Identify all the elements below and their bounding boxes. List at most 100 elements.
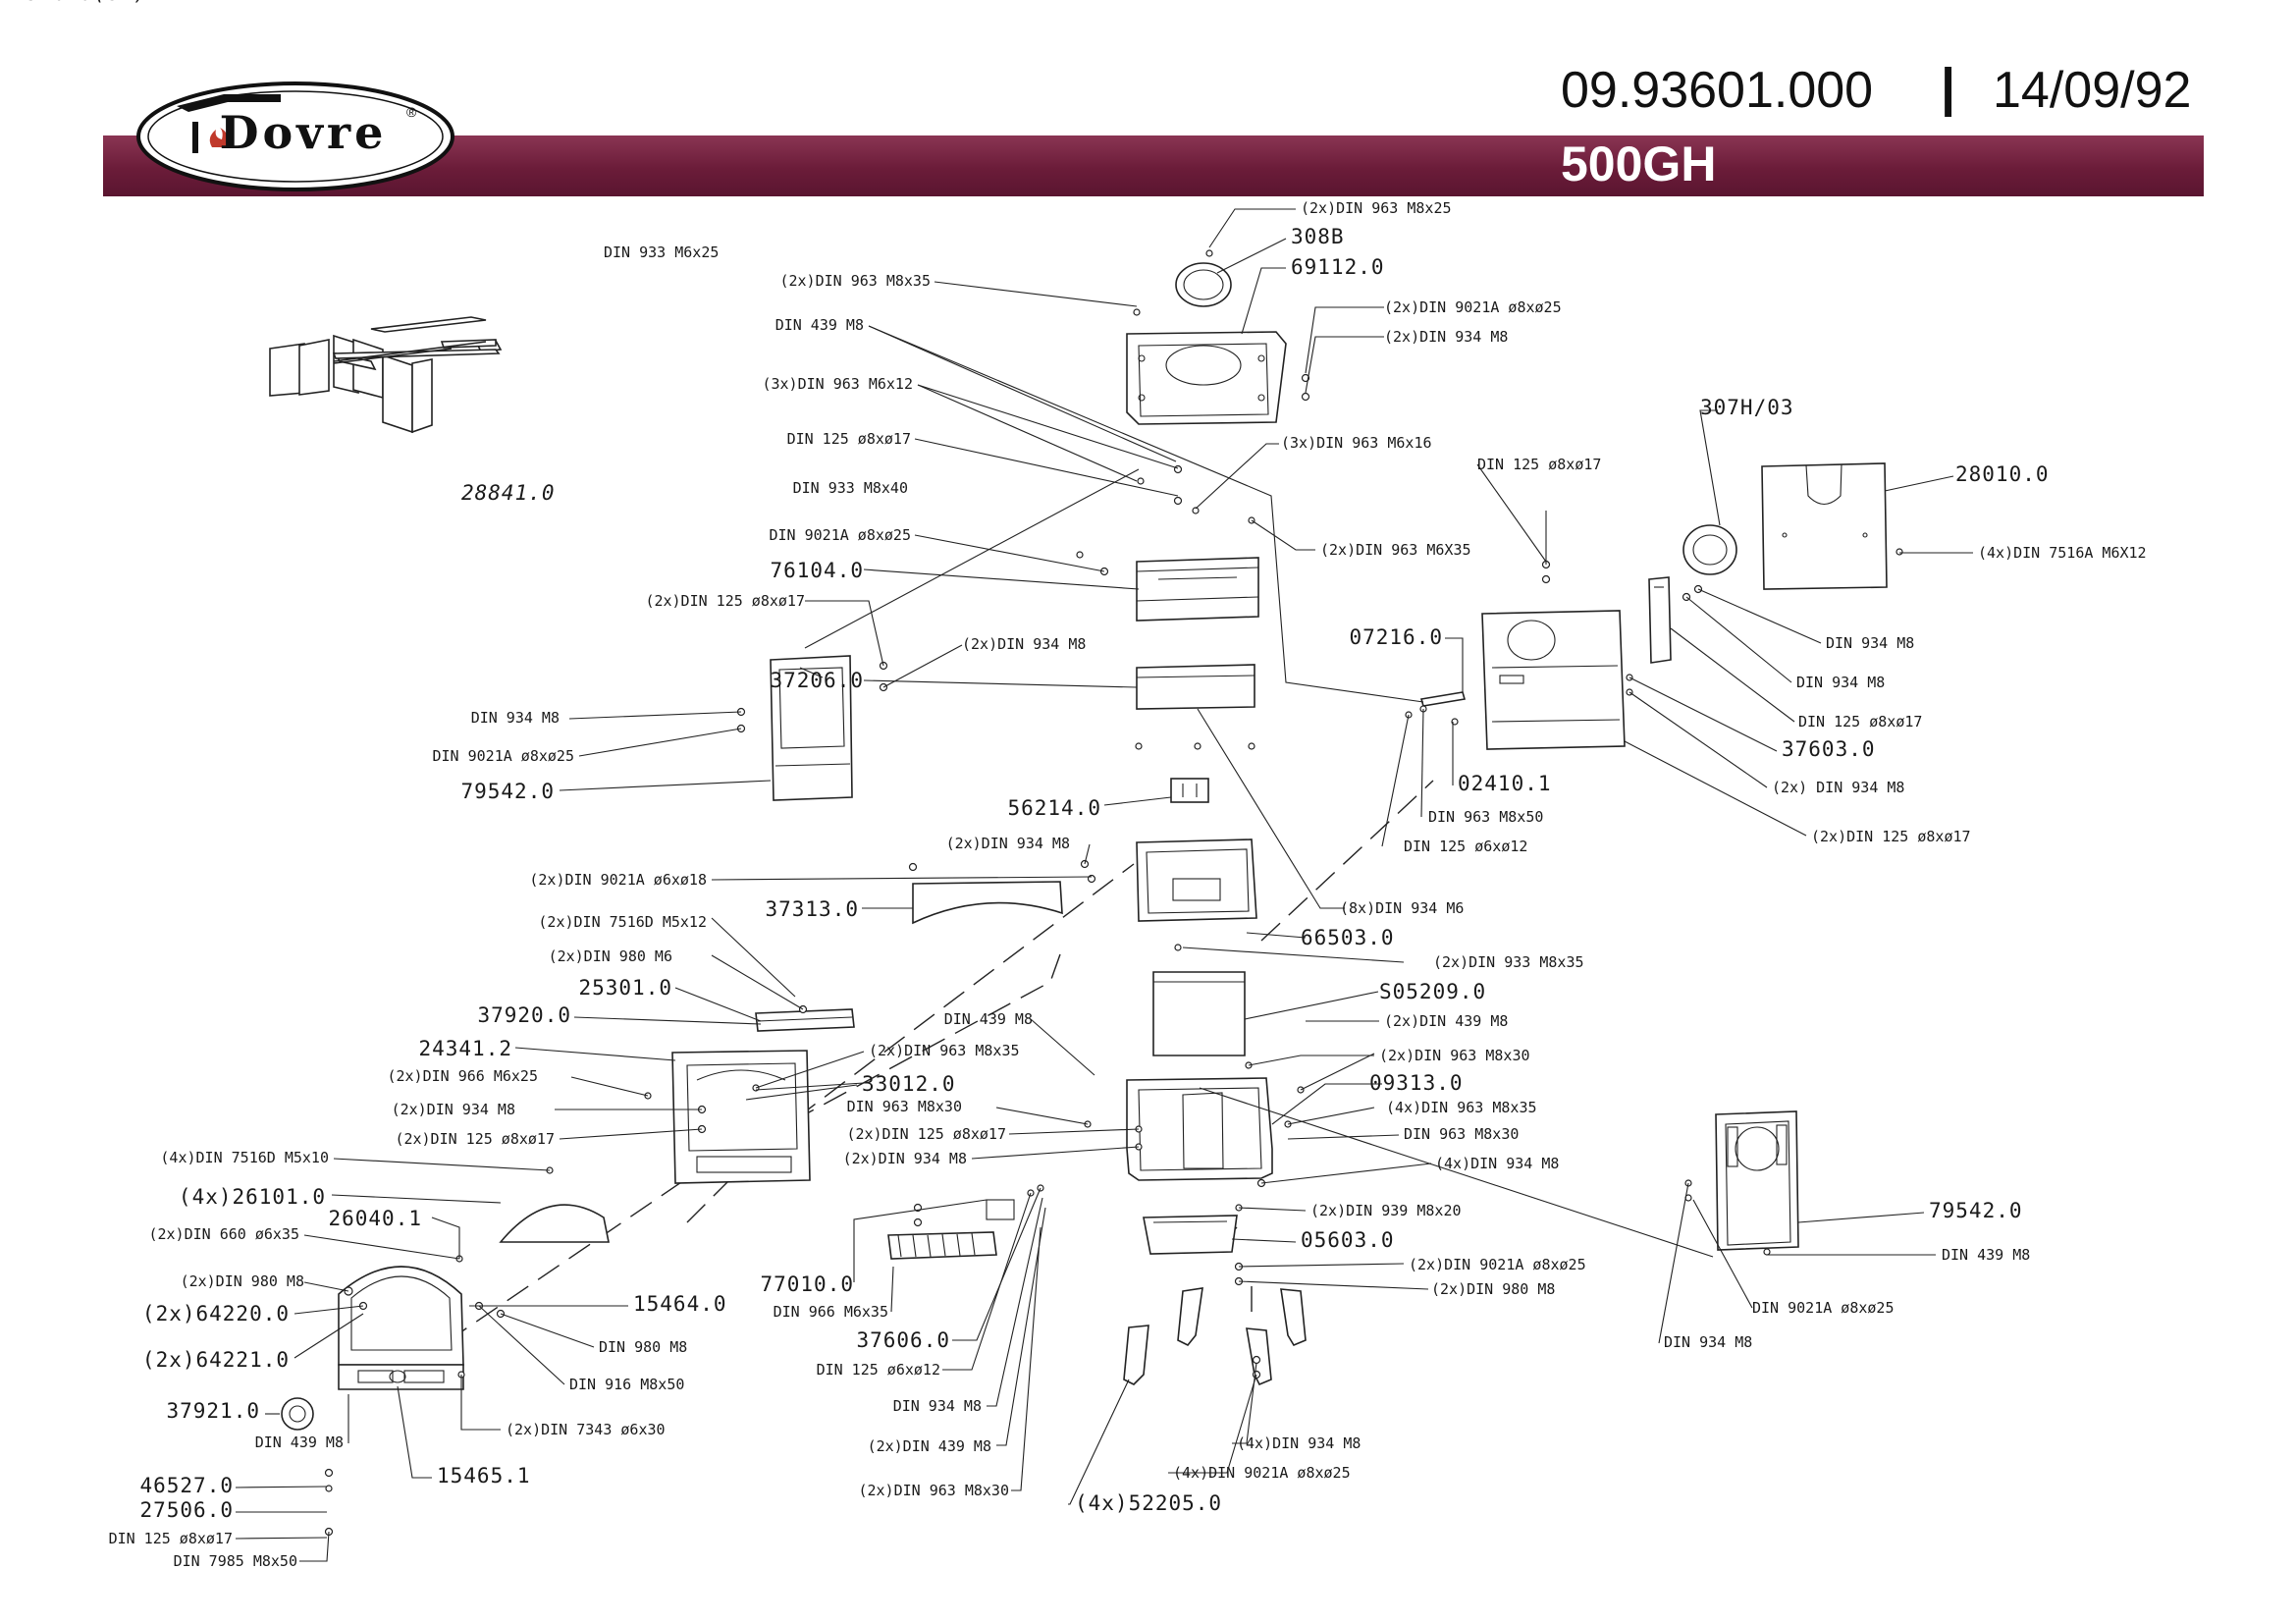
baffle-37206 — [1136, 664, 1255, 710]
callout-label: (2x)DIN 125 ø8xø17 — [645, 592, 805, 610]
callout-label: (4x)DIN 934 M8 — [1435, 1155, 1559, 1172]
top-casting-76104 — [1136, 557, 1259, 622]
logo-wordmark: Dovre — [219, 106, 388, 159]
callout-label: 27506.0 — [139, 1498, 234, 1522]
callout-label: (2x)DIN 934 M8 — [946, 835, 1070, 852]
callout-label: DIN 934 M8 — [1826, 634, 1914, 652]
callout-label: DIN 125 ø6xø12 — [817, 1361, 940, 1379]
assembly-dashed-lines — [441, 780, 1434, 1346]
callout-label: DIN 439 M8 — [944, 1010, 1033, 1028]
callout-label: (2x)DIN 966 M6x25 — [387, 1067, 538, 1085]
callout-label: DIN 933 M6x25 — [604, 243, 719, 261]
callout-label: (2x)DIN 934 M8 — [1384, 328, 1508, 346]
callout-label: (2x)DIN 9021A ø8xø25 — [1409, 1256, 1586, 1273]
callout-label: DIN 916 M8x50 — [569, 1376, 684, 1393]
callout-label: (2x)DIN 963 M8x30 — [858, 1482, 1009, 1499]
heat-shield-28010 — [1761, 462, 1888, 590]
dome-26040 — [499, 1204, 610, 1243]
callout-label: (2x)DIN 7343 ø6x30 — [506, 1421, 666, 1438]
callout-label: DIN 125 ø8xø17 — [1477, 456, 1601, 473]
callout-label: DIN 125 ø8xø17 — [787, 430, 911, 448]
callout-label: 37606.0 — [856, 1328, 950, 1352]
callout-label: 33012.0 — [862, 1072, 956, 1096]
callout-label: 307H/03 — [1700, 396, 1794, 419]
callout-label: (2x)DIN 439 M8 — [868, 1437, 991, 1455]
callout-label: (2x)DIN 963 M8x30 — [1379, 1047, 1530, 1064]
callout-label: (2x)DIN 9021A ø8xø25 — [1384, 298, 1562, 316]
callout-label: DIN 980 M8 — [599, 1338, 687, 1356]
callout-label: DIN 934 M8 — [471, 709, 560, 727]
leader-lines — [235, 208, 1973, 1562]
callout-label: (2x)DIN 963 M6X35 — [1320, 541, 1471, 559]
callout-label: (2x)DIN 939 M8x20 — [1310, 1202, 1462, 1219]
callout-label: 09313.0 — [1369, 1071, 1464, 1095]
callout-label: 28010.0 — [1955, 462, 2050, 486]
callout-label: (4x)52205.0 — [1075, 1491, 1222, 1515]
callout-label: 56214.0 — [1007, 796, 1101, 820]
callout-label: (2x)DIN 934 M8 — [843, 1150, 967, 1167]
callout-label: DIN 963 M8x30 — [847, 1098, 962, 1115]
bracket-56214 — [1170, 778, 1209, 803]
callout-label: 37921.0 — [166, 1399, 260, 1423]
callout-label: DIN 439 M8 — [1942, 1246, 2030, 1264]
callout-label: DIN 125 ø8xø17 — [109, 1530, 233, 1547]
callout-label: DIN 9021A ø8xø25 — [770, 526, 912, 544]
callout-label: (3x)DIN 963 M6x12 — [762, 375, 913, 393]
callout-label: (4x)DIN 7516D M5x10 — [160, 1149, 329, 1166]
callout-label: 46527.0 — [139, 1474, 234, 1497]
firebrick-set — [269, 316, 503, 434]
callout-label: (4x)DIN 934 M8 — [1237, 1434, 1361, 1452]
callout-label: 77346.0(8X) — [0, 0, 147, 5]
callout-label: DIN 933 M8x40 — [793, 479, 908, 497]
callout-label: DIN 963 M8x30 — [1404, 1125, 1519, 1143]
callout-label: 37603.0 — [1782, 737, 1876, 761]
box-S05209 — [1152, 971, 1246, 1056]
callout-label: 05603.0 — [1301, 1228, 1395, 1252]
callout-label: DIN 934 M8 — [1796, 674, 1885, 691]
callout-label: (2x)DIN 125 ø8xø17 — [1811, 828, 1971, 845]
callout-label: 26040.1 — [328, 1207, 422, 1230]
callout-label: (3x)DIN 963 M6x16 — [1281, 434, 1432, 452]
top-plate-69112 — [1126, 331, 1287, 425]
callout-label: DIN 963 M8x50 — [1428, 808, 1543, 826]
callout-label: DIN 9021A ø8xø25 — [433, 747, 575, 765]
callout-label: 79542.0 — [460, 780, 555, 803]
flue-307H — [1682, 524, 1737, 575]
callout-label: DIN 439 M8 — [255, 1434, 344, 1451]
callout-label: DIN 934 M8 — [893, 1397, 982, 1415]
callout-label: (2x)DIN 933 M8x35 — [1433, 953, 1584, 971]
callout-label: DIN 9021A ø8xø25 — [1752, 1299, 1895, 1317]
callout-label: (2x)DIN 980 M6 — [549, 947, 672, 965]
arched-plate-37313 — [912, 881, 1063, 925]
callout-label: 15464.0 — [633, 1292, 727, 1316]
door-frame-24341 — [671, 1050, 811, 1184]
callout-label: (2x)DIN 980 M8 — [1431, 1280, 1555, 1298]
callout-label: DIN 125 ø6xø12 — [1404, 838, 1527, 855]
legs-52205 — [1123, 1287, 1307, 1386]
callout-label: (2x)64221.0 — [142, 1348, 290, 1372]
front-door-15464 — [338, 1266, 464, 1390]
callout-label: 79542.0 — [1929, 1199, 2023, 1222]
callout-label: (4x)DIN 963 M8x35 — [1386, 1099, 1537, 1116]
ashpan-66503 — [1136, 839, 1257, 922]
document-number: 09.93601.000 — [1561, 62, 1874, 119]
dovre-logo — [136, 81, 454, 191]
rear-panel-79542-right — [1715, 1110, 1799, 1251]
callout-label: DIN 439 M8 — [775, 316, 864, 334]
ash-tray-05603 — [1143, 1215, 1238, 1255]
bracket-37603 — [1648, 576, 1672, 664]
callout-label: 69112.0 — [1291, 255, 1385, 279]
callout-label: (2x)DIN 7516D M5x12 — [538, 913, 707, 931]
callout-label: 37920.0 — [477, 1003, 571, 1027]
callout-label: (2x)DIN 934 M8 — [392, 1101, 515, 1118]
model-name: 500GH — [1561, 136, 1717, 191]
callout-label: 07216.0 — [1349, 625, 1443, 649]
callout-label: DIN 934 M8 — [1664, 1333, 1752, 1351]
callout-label: (2x)DIN 980 M8 — [181, 1272, 304, 1290]
callout-label: (2x)DIN 934 M8 — [962, 635, 1086, 653]
callout-label: (4x)DIN 7516A M6X12 — [1978, 544, 2147, 562]
callout-label: 76104.0 — [770, 559, 864, 582]
callout-label: (4x)26101.0 — [179, 1185, 326, 1209]
